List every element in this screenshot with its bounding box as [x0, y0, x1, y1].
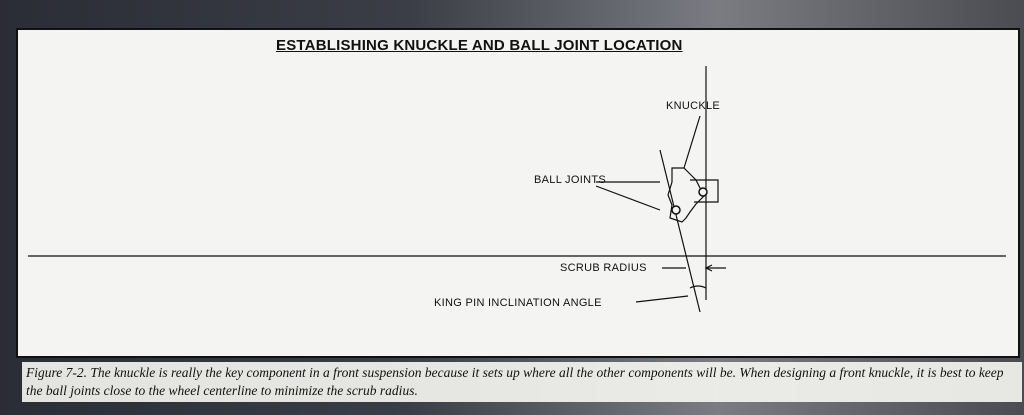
- scrub-arrowhead: [704, 264, 713, 272]
- label-ball-joints: BALL JOINTS: [534, 174, 606, 186]
- lower-ball-joint: [671, 205, 681, 215]
- king-pin-axis: [659, 149, 701, 313]
- kingpin-angle-arc: [689, 285, 707, 289]
- figure-caption: Figure 7-2. The knuckle is really the ke…: [22, 362, 1022, 402]
- label-king-pin-angle: KING PIN INCLINATION ANGLE: [434, 297, 602, 309]
- label-scrub-radius: SCRUB RADIUS: [560, 262, 647, 274]
- upper-ball-joint: [698, 187, 708, 197]
- figure-frame: [16, 28, 1020, 358]
- knuckle-body: [667, 167, 705, 223]
- ball-joint-leader-lower: [595, 185, 661, 211]
- knuckle-leader: [683, 115, 701, 169]
- figure-title: ESTABLISHING KNUCKLE AND BALL JOINT LOCA…: [276, 37, 683, 54]
- knuckle-spindle: [690, 179, 719, 203]
- kingpin-leader: [635, 295, 689, 303]
- label-knuckle: KNUCKLE: [666, 100, 721, 112]
